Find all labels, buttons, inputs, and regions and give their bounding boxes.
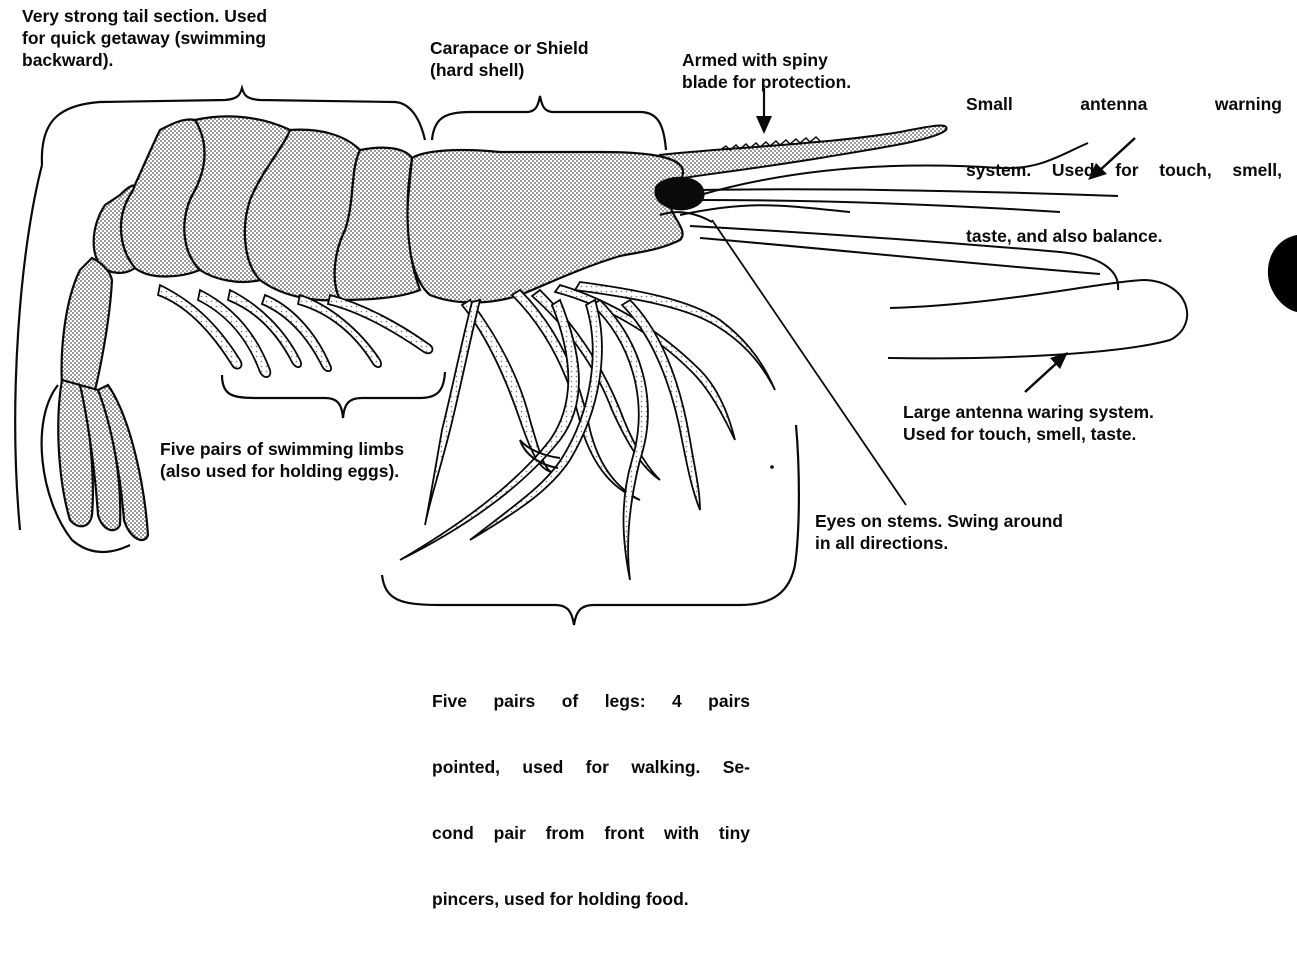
tail-label-line-3: backward). — [22, 49, 267, 71]
carapace-label-line-1: Carapace or Shield — [430, 37, 589, 59]
large-antenna-label: Large antenna waring system. Used for to… — [903, 401, 1154, 445]
swimming-limbs-label-line-2: (also used for holding eggs). — [160, 460, 404, 482]
carapace-label: Carapace or Shield (hard shell) — [430, 37, 589, 81]
eyes-pointer — [712, 220, 906, 505]
eyes-label: Eyes on stems. Swing around in all direc… — [815, 510, 1063, 554]
small-antenna-label-line-3: taste, and also balance. — [966, 225, 1282, 247]
legs-label-line-3: cond pair from front with tiny — [432, 822, 750, 844]
carapace-label-line-2: (hard shell) — [430, 59, 589, 81]
tail-fan — [58, 380, 148, 540]
eyes-label-line-2: in all directions. — [815, 532, 1063, 554]
tail-label-line-2: for quick getaway (swimming — [22, 27, 267, 49]
carapace-brace — [432, 96, 666, 150]
legs-label-line-1: Five pairs of legs: 4 pairs — [432, 690, 750, 712]
swimming-limbs — [158, 285, 432, 377]
rostrum — [660, 126, 947, 180]
carapace — [407, 150, 683, 303]
swimming-limbs-label-line-1: Five pairs of swimming limbs — [160, 438, 404, 460]
small-antenna-label: Small antenna warning system. Used for t… — [966, 49, 1282, 291]
spiny-label-line-2: blade for protection. — [682, 71, 851, 93]
swimming-limbs-brace — [222, 372, 445, 418]
legs-label-line-2: pointed, used for walking. Se- — [432, 756, 750, 778]
tail-label: Very strong tail section. Used for quick… — [22, 5, 267, 71]
tail-label-line-1: Very strong tail section. Used — [22, 5, 267, 27]
large-antenna-label-line-2: Used for touch, smell, taste. — [903, 423, 1154, 445]
spiny-blade-label: Armed with spiny blade for protection. — [682, 49, 851, 93]
small-antenna-label-line-2: system. Used for touch, smell, — [966, 159, 1282, 181]
eyes-label-line-1: Eyes on stems. Swing around — [815, 510, 1063, 532]
legs-label-line-4: pincers, used for holding food. — [432, 888, 750, 910]
legs-label: Five pairs of legs: 4 pairs pointed, use… — [432, 646, 750, 954]
tail-segment — [62, 258, 112, 391]
small-antenna-label-line-1: Small antenna warning — [966, 93, 1282, 115]
shrimp-diagram: Very strong tail section. Used for quick… — [0, 0, 1297, 742]
large-antenna-label-line-1: Large antenna waring system. — [903, 401, 1154, 423]
legs-brace — [382, 425, 799, 625]
swimming-limbs-label: Five pairs of swimming limbs (also used … — [160, 438, 404, 482]
walking-legs — [400, 282, 775, 580]
tail-brace-left — [15, 165, 42, 530]
spiny-label-line-1: Armed with spiny — [682, 49, 851, 71]
large-antenna-arrow — [1025, 360, 1060, 392]
